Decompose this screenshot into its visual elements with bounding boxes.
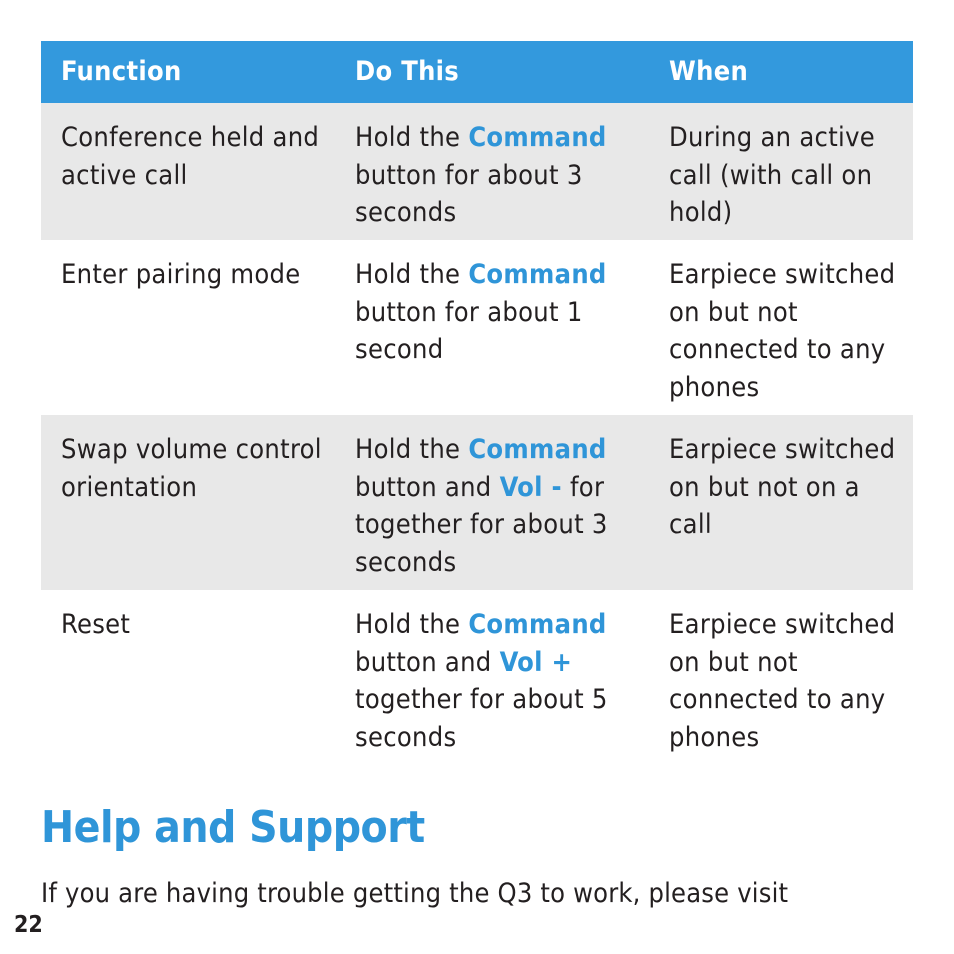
instruction-text: for together for about 3 seconds [355,471,608,578]
button-name: Command [468,609,607,640]
do-this-cell: Hold the Command button and Vol - for to… [335,431,649,590]
header-when: When [669,56,749,88]
instruction-text: button for about 1 second [355,296,583,366]
when-cell: Earpiece switched on but not on a call [669,434,896,540]
intro-paragraph: If you are having trouble getting the Q3… [41,878,789,909]
controls-table: Function Do This When Conference held an… [41,41,913,765]
function-cell: Reset [61,609,131,640]
button-name: Vol - [499,471,562,503]
header-function: Function [61,56,182,88]
instruction-text: button for about 3 seconds [355,159,583,229]
table-header: Function Do This When [41,41,913,103]
instruction-text: together for about 5 seconds [355,684,608,753]
section-title: Help and Support [41,802,425,853]
function-cell: Conference held and active call [61,122,320,191]
instruction-text: Hold the [355,434,469,465]
when-cell: Earpiece switched on but not connected t… [669,609,896,753]
instruction-text: button and [355,471,500,503]
function-cell: Swap volume control orientation [61,434,322,503]
instruction-text: Hold the [355,609,469,640]
do-this-cell: Hold the Command button and Vol + togeth… [335,606,649,765]
do-this-cell: Hold the Command button for about 1 seco… [335,256,649,415]
button-name: Vol + [499,646,573,678]
button-name: Command [468,122,607,153]
instruction-text: button and [355,646,500,678]
when-cell: During an active call (with call on hold… [669,122,875,228]
table-row: Enter pairing mode Hold the Command butt… [41,240,913,415]
instruction-text: Hold the [355,259,469,290]
table-row: Swap volume control orientation Hold the… [41,415,913,590]
page-number: 22 [14,912,43,938]
button-name: Command [468,259,607,290]
do-this-cell: Hold the Command button for about 3 seco… [335,119,649,240]
instruction-text: Hold the [355,122,469,153]
button-name: Command [468,434,607,465]
table-row: Conference held and active call Hold the… [41,103,913,240]
when-cell: Earpiece switched on but not connected t… [669,259,896,403]
table-row: Reset Hold the Command button and Vol + … [41,590,913,765]
header-do-this: Do This [355,56,460,88]
function-cell: Enter pairing mode [61,259,301,290]
